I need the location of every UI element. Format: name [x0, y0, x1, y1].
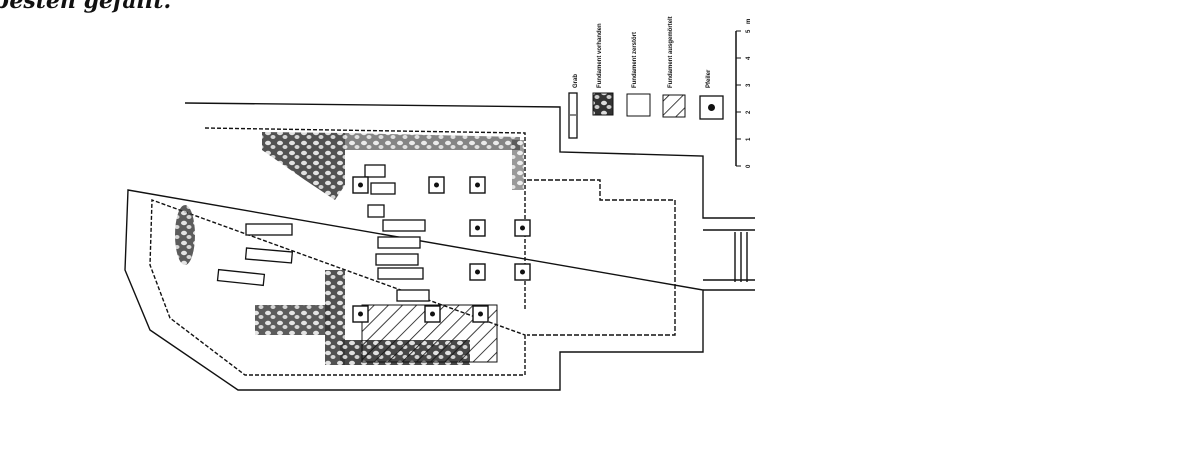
- scale-tick: 0: [746, 164, 752, 168]
- legend-label: Fundament ausgemörtelt: [668, 16, 674, 88]
- grave: [375, 253, 419, 266]
- legend: Grab Fundament vorhanden Fundament zerst…: [568, 16, 724, 139]
- scale-tick: 2: [746, 110, 752, 114]
- grave: [370, 182, 396, 195]
- grave: [244, 247, 294, 264]
- grave: [377, 236, 421, 249]
- scale-tick: 3: [746, 83, 752, 87]
- grave: [364, 164, 386, 178]
- scale-tick: 5: [746, 29, 752, 33]
- outer-wall: [124, 102, 755, 391]
- grave: [377, 267, 424, 280]
- legend-existing-foundation: Fundament vorhanden: [592, 23, 614, 116]
- legend-label: Fundament vorhanden: [597, 23, 603, 88]
- scale-unit: m: [746, 19, 752, 24]
- legend-label: Pfeiler: [706, 69, 712, 88]
- legend-grave: Grab: [568, 74, 579, 139]
- legend-pier: Pfeiler: [699, 69, 724, 120]
- scale-tick: 1: [746, 137, 752, 141]
- graves: [216, 164, 430, 302]
- scale-bar: 0 1 2 3 4 5 m: [735, 19, 752, 168]
- caption-text: besten gefällt.: [0, 0, 172, 14]
- legend-label: Grab: [573, 74, 579, 88]
- grave: [367, 204, 385, 218]
- legend-destroyed-foundation: Fundament zerstört: [626, 32, 651, 117]
- grave: [396, 289, 430, 302]
- grave: [216, 268, 266, 287]
- piers: [352, 176, 531, 323]
- legend-label: Fundament zerstört: [632, 32, 638, 88]
- legend-hatched-foundation: Fundament ausgemörtelt: [662, 16, 686, 118]
- scale-tick: 4: [746, 56, 752, 60]
- grave: [245, 223, 293, 236]
- grave: [382, 219, 426, 232]
